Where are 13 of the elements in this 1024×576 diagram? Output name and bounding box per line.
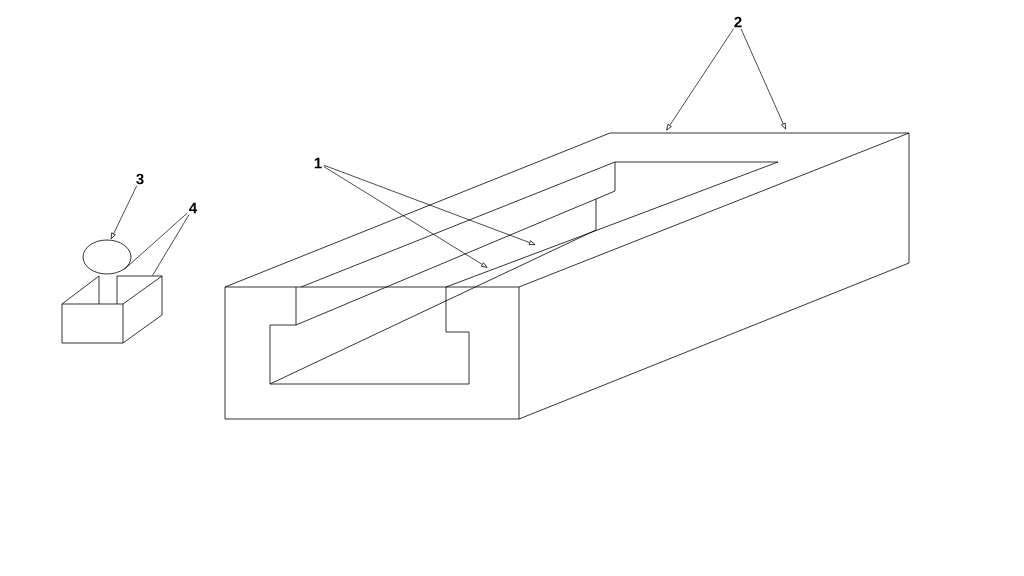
bolt-head: [82, 239, 132, 275]
leader-line: [740, 28, 786, 130]
leader-line: [152, 214, 190, 276]
callout-number: 2: [734, 16, 742, 28]
leader-line: [323, 164, 536, 245]
leader-line: [124, 212, 188, 270]
callout-number: 3: [136, 173, 144, 185]
leader-line: [323, 166, 488, 268]
leader-line: [666, 28, 734, 131]
callout-number: 1: [314, 157, 322, 169]
leader-line: [110, 185, 138, 240]
callout-number: 4: [189, 202, 198, 214]
bolt-base-drawing: [61, 275, 163, 344]
